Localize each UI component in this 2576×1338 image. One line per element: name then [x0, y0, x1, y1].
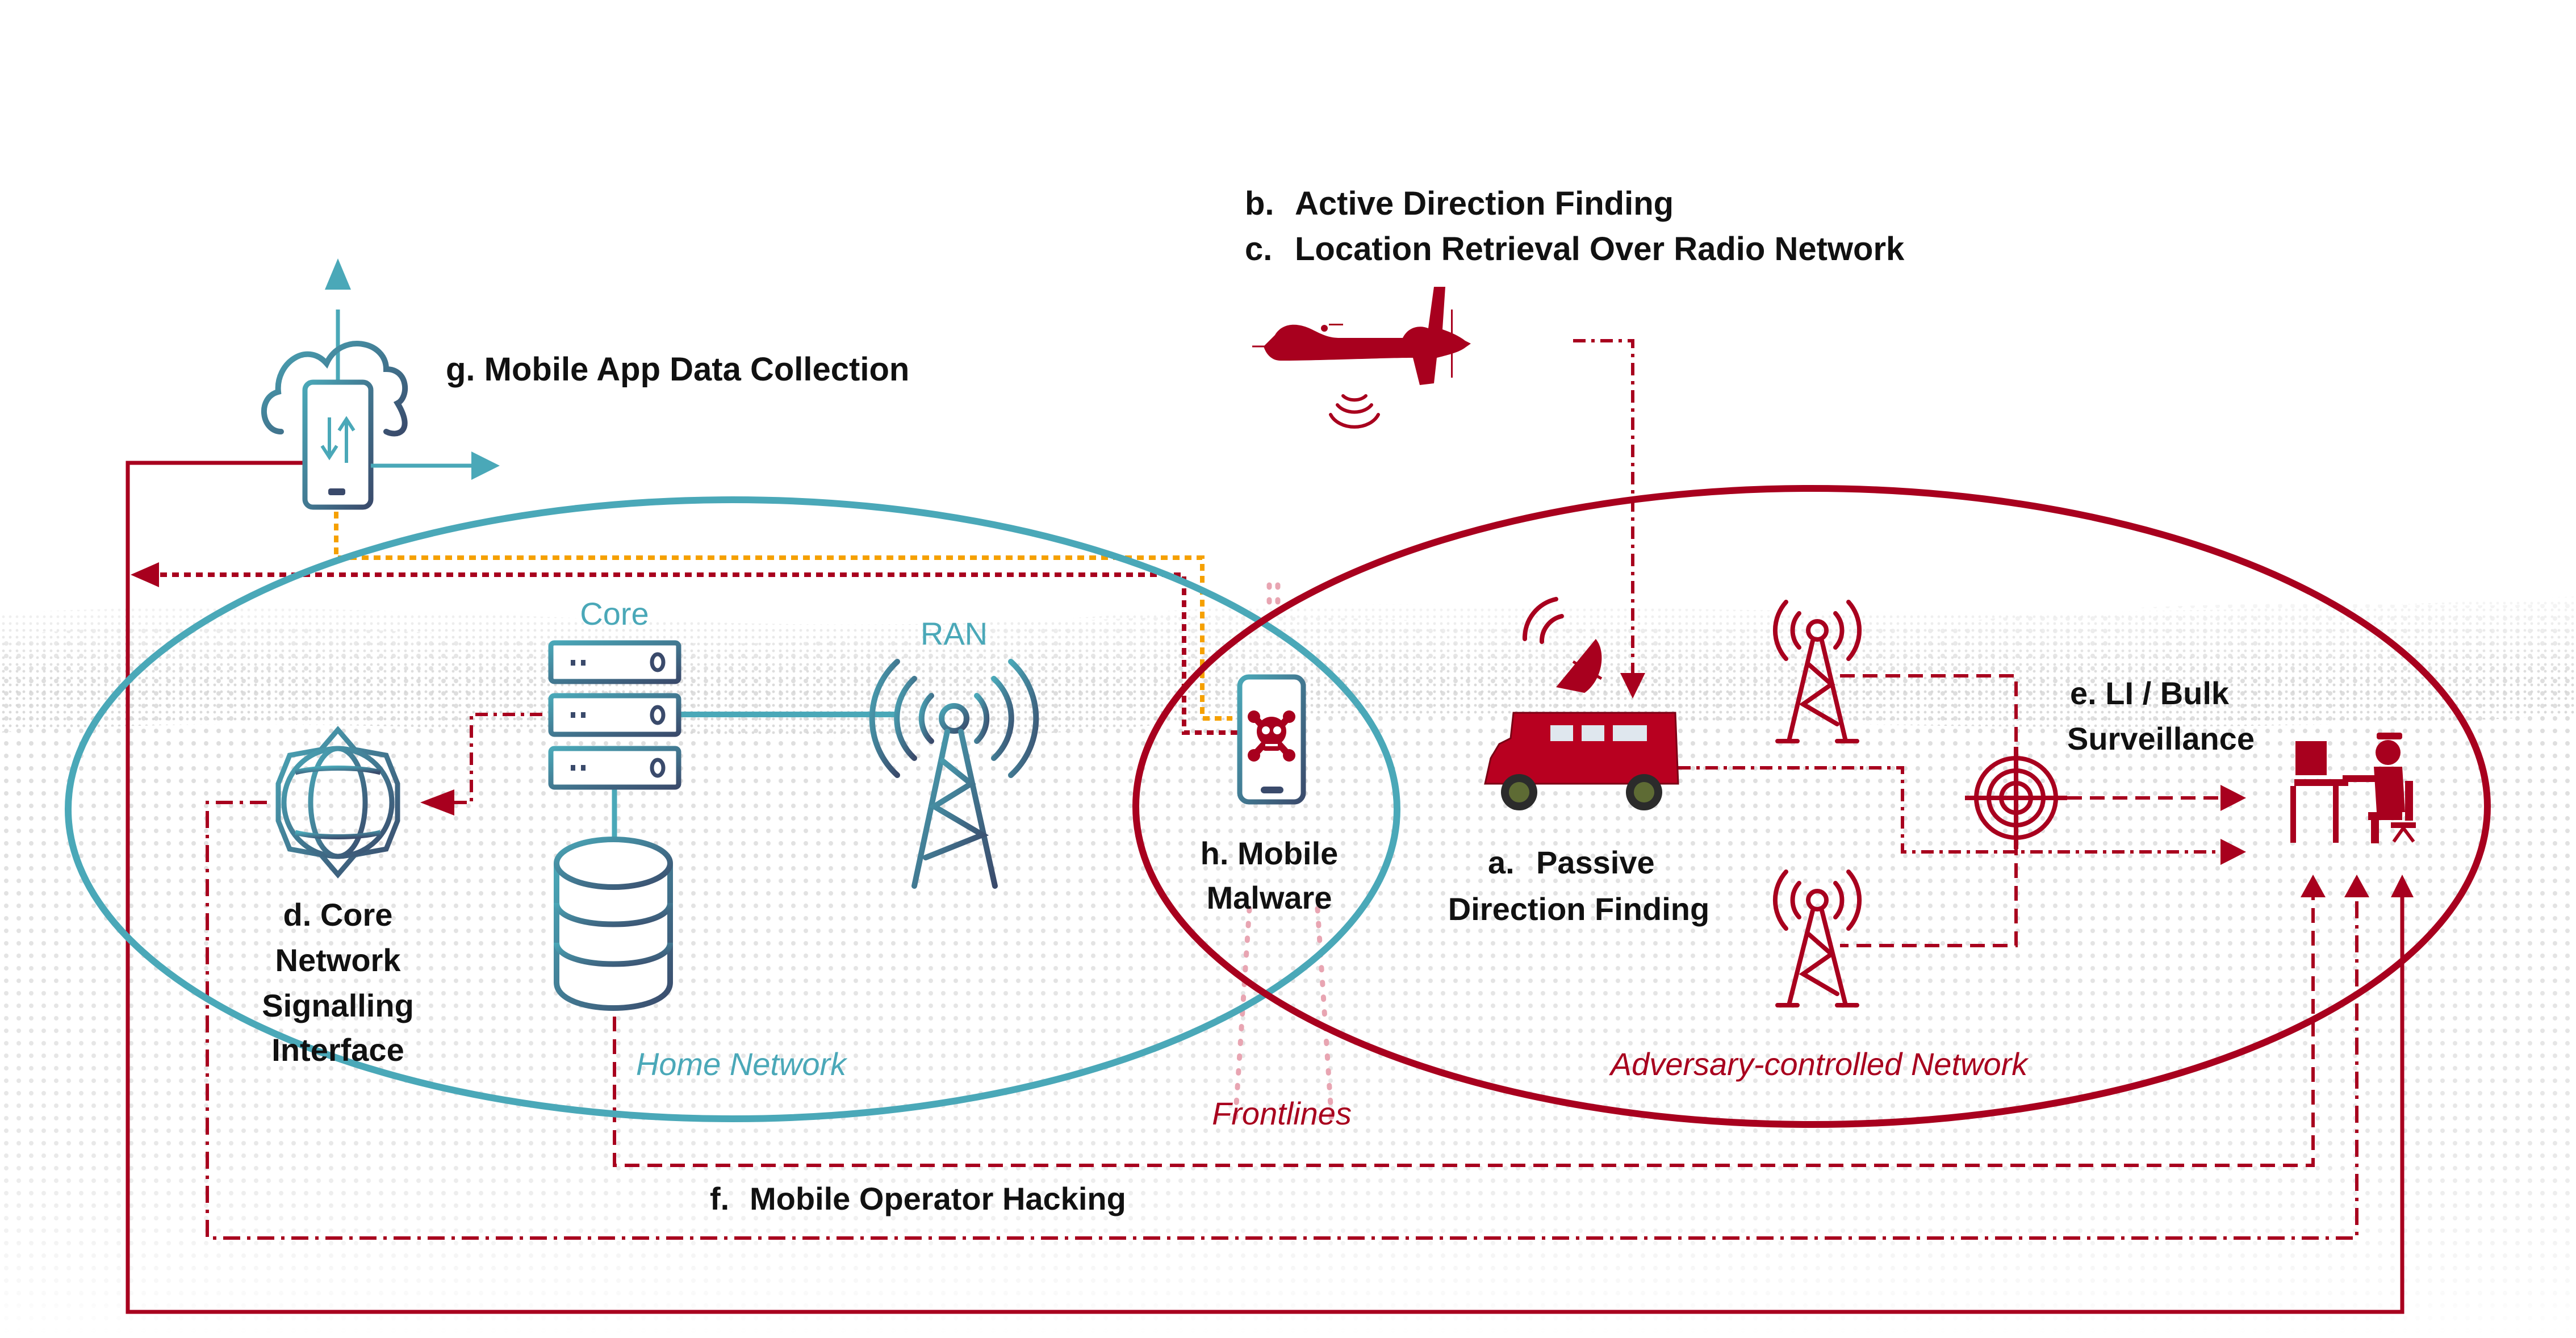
connector-core-to-signalling: [449, 713, 542, 804]
label-h-line1: h. Mobile: [1201, 835, 1339, 871]
target-icon: [1965, 747, 2067, 849]
label-d-core-signalling: d. Core Network Signalling Interface: [262, 897, 414, 1068]
cell-tower-icon: [869, 659, 1039, 890]
label-d-line1: d. Core: [283, 897, 393, 933]
arrowhead-signalling: [420, 789, 454, 816]
label-a-line1: Passive: [1536, 844, 1655, 880]
arrowhead-operator-hacking: [2301, 875, 2326, 897]
label-ran: RAN: [921, 616, 988, 651]
arrowhead-vehicle-analyst: [2220, 839, 2246, 865]
connector-vehicle-to-analyst: [1678, 766, 2226, 854]
label-g-mobile-app-data: g. Mobile App Data Collection: [446, 351, 909, 388]
label-f-letter: f.: [710, 1181, 729, 1216]
connector-core-signalling-to-analyst: [206, 801, 2358, 1240]
frontlines-markers: [1232, 582, 1335, 1124]
arrowhead-malware-exfil: [131, 562, 159, 587]
label-a-line2: Direction Finding: [1448, 891, 1709, 927]
globe-gear-icon: [275, 726, 400, 879]
cell-tower-icon-adversary-upper: [1772, 600, 1862, 743]
label-d-line2: Network: [275, 942, 402, 978]
label-h-mobile-malware: h. Mobile Malware: [1201, 835, 1339, 915]
label-core: Core: [580, 596, 649, 632]
adversary-network-boundary: [1132, 485, 2491, 1128]
arrowhead-app-data: [2391, 875, 2414, 897]
connector-malware-exfil: [159, 572, 1249, 735]
label-c-location-retrieval: Location Retrieval Over Radio Network: [1295, 231, 1905, 267]
arrowhead-drone-vehicle: [1620, 673, 1645, 699]
label-e-li-bulk: e. LI / Bulk Surveillance: [2067, 675, 2255, 756]
label-e-line1: e. LI / Bulk: [2070, 675, 2230, 711]
analyst-workstation-icon: [2290, 733, 2416, 843]
skull-icon: [1248, 710, 1295, 762]
label-frontlines: Frontlines: [1212, 1096, 1352, 1131]
cell-tower-icon-adversary-lower: [1772, 869, 1862, 1007]
drone-icon: [1252, 287, 1471, 429]
label-d-line4: Interface: [271, 1032, 404, 1068]
connector-app-data-to-analyst: [126, 461, 2404, 1314]
label-a-letter: a.: [1488, 844, 1515, 880]
dish-vehicle-icon: [1484, 597, 1679, 810]
connector-towers-to-target: [1840, 674, 2018, 947]
label-b-letter: b.: [1245, 185, 1274, 222]
label-e-line2: Surveillance: [2067, 721, 2255, 756]
connector-operator-hacking-to-analyst: [613, 886, 2315, 1167]
home-network-boundary: [65, 496, 1400, 1122]
database-icon: [554, 837, 673, 1011]
label-f-operator-hacking: Mobile Operator Hacking: [750, 1181, 1126, 1216]
label-h-line2: Malware: [1207, 880, 1332, 915]
label-d-line3: Signalling: [262, 988, 414, 1023]
label-home-network: Home Network: [636, 1046, 848, 1082]
connector-drone-to-vehicle: [1573, 339, 1634, 681]
connector-app-to-malware: [334, 500, 1232, 721]
cloud-phone-icon: [261, 258, 500, 510]
label-adversary-network: Adversary-controlled Network: [1609, 1046, 2029, 1082]
arrowhead-target-analyst: [2220, 785, 2246, 811]
label-a-passive-df: a. Passive Direction Finding: [1448, 844, 1709, 927]
label-b-active-df: Active Direction Finding: [1295, 185, 1674, 222]
arrowhead-core-signalling: [2344, 875, 2369, 897]
server-stack-icon: [548, 640, 897, 841]
malware-phone-icon: [1237, 674, 1306, 805]
label-c-letter: c.: [1245, 231, 1272, 267]
